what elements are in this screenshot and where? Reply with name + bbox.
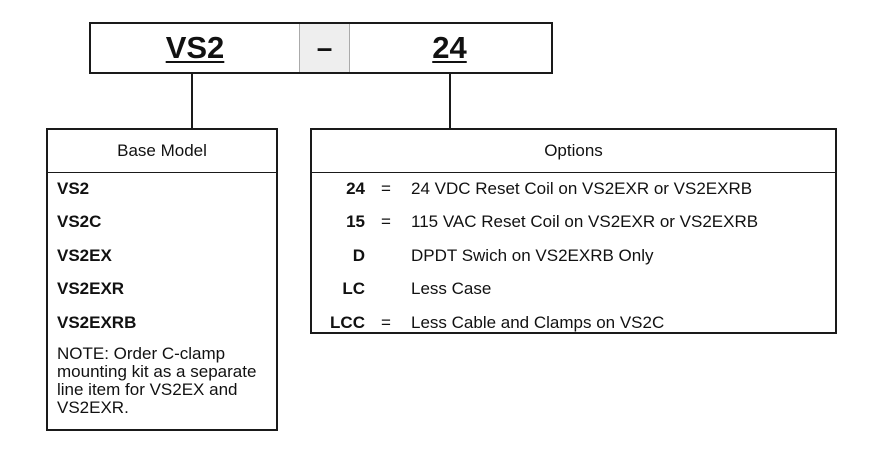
base-model-note: NOTE: Order C-clamp mounting kit as a se… (57, 344, 257, 417)
base-code-segment: VS2 (91, 24, 299, 72)
option-code-label: LC (342, 279, 365, 298)
option-description: 24 VDC Reset Coil on VS2EXR or VS2EXRB (411, 179, 753, 198)
option-code-segment: 24 (348, 24, 551, 72)
part-number-bar: VS2 – 24 (89, 22, 553, 74)
option-code-label: LCC (330, 313, 365, 332)
option-description: 115 VAC Reset Coil on VS2EXR or VS2EXRB (411, 212, 759, 231)
option-description: Less Case (411, 279, 492, 298)
option-equals: = (381, 212, 391, 231)
option-code-label: 15 (346, 212, 365, 231)
option-equals: = (381, 179, 391, 198)
base-model-item: VS2EX (57, 246, 112, 265)
option-row: LCC = Less Cable and Clamps on VS2C (312, 313, 835, 335)
base-model-title: Base Model (48, 130, 276, 173)
option-row: D DPDT Swich on VS2EXRB Only (312, 246, 835, 268)
separator-segment: – (299, 24, 350, 72)
base-code: VS2 (165, 30, 225, 65)
options-box: Options 24 = 24 VDC Reset Coil on VS2EXR… (310, 128, 837, 334)
option-description: DPDT Swich on VS2EXRB Only (411, 246, 654, 265)
options-connector-line (449, 74, 451, 128)
option-description: Less Cable and Clamps on VS2C (411, 313, 665, 332)
option-code-label: 24 (346, 179, 365, 198)
base-model-item: VS2C (57, 212, 102, 231)
option-row: 15 = 115 VAC Reset Coil on VS2EXR or VS2… (312, 212, 835, 234)
base-connector-line (191, 74, 193, 128)
base-model-item: VS2EXR (57, 279, 125, 298)
base-model-item: VS2EXRB (57, 313, 137, 332)
option-row: LC Less Case (312, 279, 835, 301)
option-equals: = (381, 313, 391, 332)
options-title: Options (312, 130, 835, 173)
option-code: 24 (432, 30, 467, 65)
option-row: 24 = 24 VDC Reset Coil on VS2EXR or VS2E… (312, 179, 835, 201)
base-model-item: VS2 (57, 179, 90, 198)
separator-dash: – (316, 32, 333, 63)
option-code-label: D (352, 246, 365, 265)
base-model-box: Base Model VS2 VS2C VS2EX VS2EXR VS2EXRB… (46, 128, 278, 431)
